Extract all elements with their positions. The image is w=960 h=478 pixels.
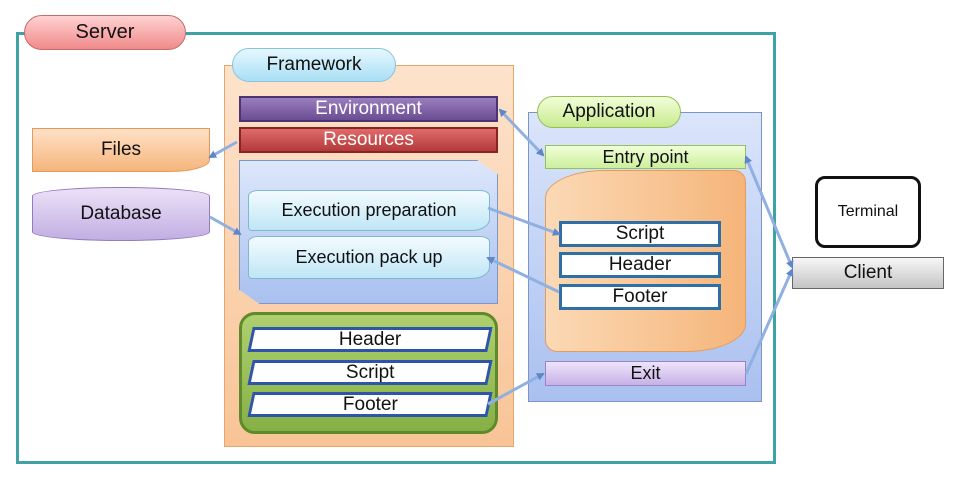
exit-bar: Exit — [545, 361, 746, 386]
application-label: Application — [537, 96, 681, 128]
application-header-text: Header — [608, 254, 672, 275]
exit-text: Exit — [630, 363, 661, 383]
framework-label-text: Framework — [266, 54, 362, 75]
execution-preparation-text: Execution preparation — [281, 200, 457, 220]
database-text: Database — [80, 203, 162, 224]
terminal-box: Terminal — [815, 176, 921, 248]
database-cylinder: Database — [32, 187, 210, 241]
application-footer-text: Footer — [612, 286, 668, 307]
entry-point-bar: Entry point — [545, 145, 746, 169]
resources-text: Resources — [323, 129, 414, 150]
application-header: Header — [559, 252, 721, 278]
template-footer: Footer — [247, 392, 493, 417]
server-label: Server — [24, 15, 186, 50]
entry-point-text: Entry point — [602, 146, 689, 167]
server-label-text: Server — [75, 21, 135, 43]
application-footer: Footer — [559, 284, 721, 310]
template-header-text: Header — [338, 328, 402, 350]
client-text: Client — [843, 262, 893, 283]
client-box: Client — [792, 257, 944, 289]
execution-panel — [239, 160, 498, 304]
resources-bar: Resources — [239, 127, 498, 153]
template-header: Header — [247, 327, 493, 352]
terminal-text: Terminal — [837, 203, 899, 220]
execution-pack-up-box: Execution pack up — [248, 236, 490, 279]
files-text: Files — [100, 139, 142, 160]
framework-label: Framework — [232, 48, 396, 82]
template-script-text: Script — [345, 361, 395, 383]
application-script: Script — [559, 221, 721, 247]
template-footer-text: Footer — [342, 393, 398, 415]
application-label-text: Application — [562, 101, 656, 122]
environment-bar: Environment — [239, 96, 498, 122]
files-document: Files — [32, 128, 210, 172]
application-script-text: Script — [615, 223, 665, 244]
template-script: Script — [247, 360, 493, 385]
execution-pack-up-text: Execution pack up — [295, 247, 443, 267]
execution-preparation-box: Execution preparation — [248, 190, 490, 231]
environment-text: Environment — [315, 98, 422, 119]
